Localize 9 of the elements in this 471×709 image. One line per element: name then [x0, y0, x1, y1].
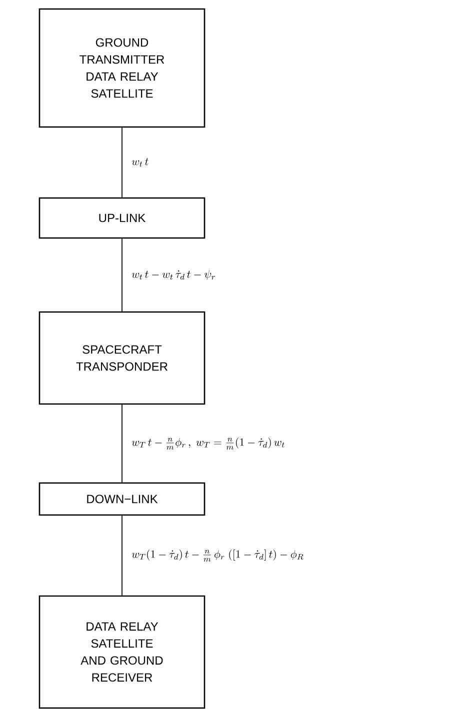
edge-label: $w_T\, t - \frac{n}{m}\phi_r\,,\ w_T = \frac{n}{m}(1-\dot{\tau}_d)\, w_t$ — [132, 438, 284, 450]
process-box: SPACECRAFT TRANSPONDER — [38, 311, 206, 405]
edge-label: $w_t\, t - w_t\, \dot{\tau}_d\, t - \psi_r$ — [132, 270, 215, 280]
process-box: GROUND TRANSMITTER DATA RELAY SATELLITE — [38, 8, 206, 128]
process-box: DATA RELAY SATELLITE AND GROUND RECEIVER — [38, 595, 206, 709]
process-box: DOWN−LINK — [38, 482, 206, 516]
process-box: UP-LINK — [38, 197, 206, 239]
edge-label: $w_t\, t$ — [132, 158, 148, 167]
edge-label: $w_T (1-\dot{\tau}_d)\, t - \frac{n}{m}\,\phi_r\ ([1-\dot{\tau}_d]\, t) - \phi_R$ — [132, 550, 304, 562]
